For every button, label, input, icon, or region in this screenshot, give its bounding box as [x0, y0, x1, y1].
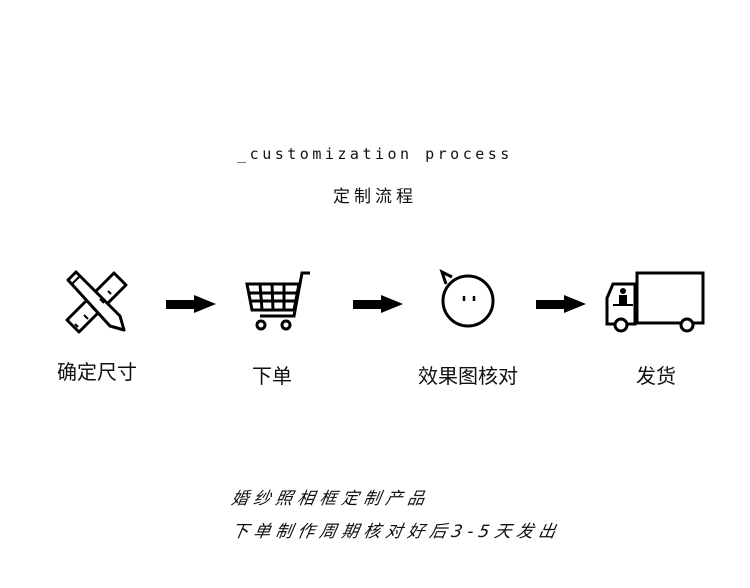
- ruler-pencil-icon: [65, 270, 128, 334]
- speech-face-icon: [439, 269, 495, 328]
- arrow-right-icon: [353, 295, 403, 313]
- arrow-right-icon: [166, 295, 216, 313]
- shopping-cart-icon: [245, 271, 310, 331]
- title-english: _customization process: [237, 145, 513, 163]
- step-label-proof-check: 效果图核对: [418, 364, 518, 388]
- step-label-ship: 发货: [636, 364, 676, 388]
- delivery-truck-icon: [605, 271, 705, 333]
- step-label-order: 下单: [252, 364, 292, 388]
- step-label-measure: 确定尺寸: [57, 360, 137, 384]
- note-lead-time: 下单制作周期核对好后3-5天发出: [229, 522, 563, 542]
- title-chinese: 定制流程: [333, 187, 417, 207]
- note-product: 婚纱照相框定制产品: [229, 489, 432, 509]
- arrow-right-icon: [536, 295, 586, 313]
